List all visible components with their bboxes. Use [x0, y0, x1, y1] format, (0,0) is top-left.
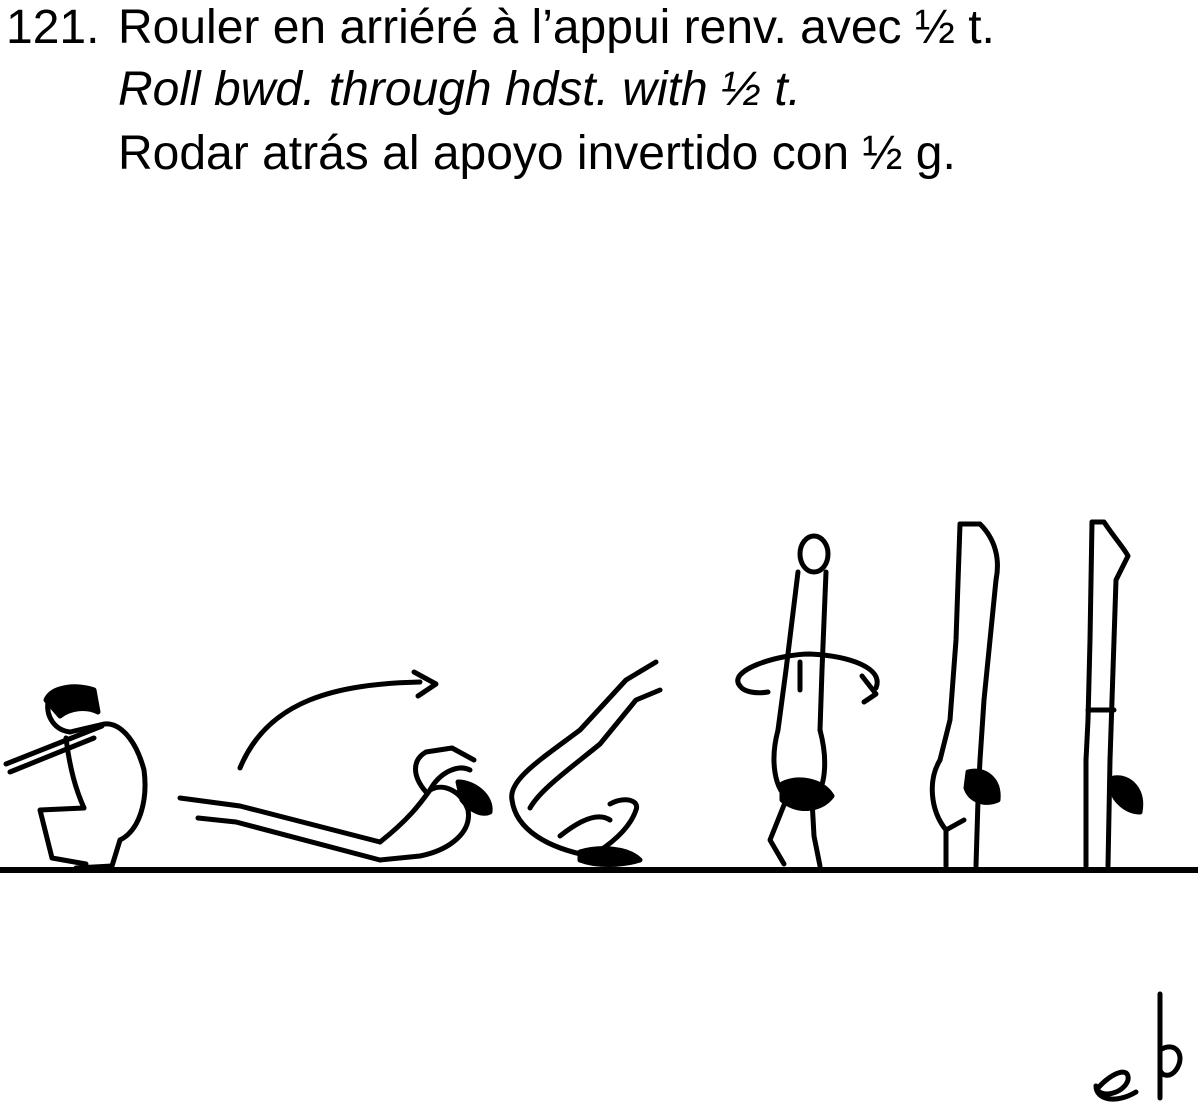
figure-handstand-turn — [770, 536, 832, 866]
artist-signature — [1096, 994, 1180, 1099]
figure-squat-start — [6, 687, 145, 868]
figure-shoulder-stand — [512, 662, 660, 865]
figure-handstand-side — [932, 524, 998, 866]
half-turn-arrow — [738, 654, 877, 702]
figure-handstand-finish — [1086, 522, 1141, 866]
figure-rolling-back — [180, 748, 490, 860]
roll-direction-arrow — [240, 672, 436, 768]
